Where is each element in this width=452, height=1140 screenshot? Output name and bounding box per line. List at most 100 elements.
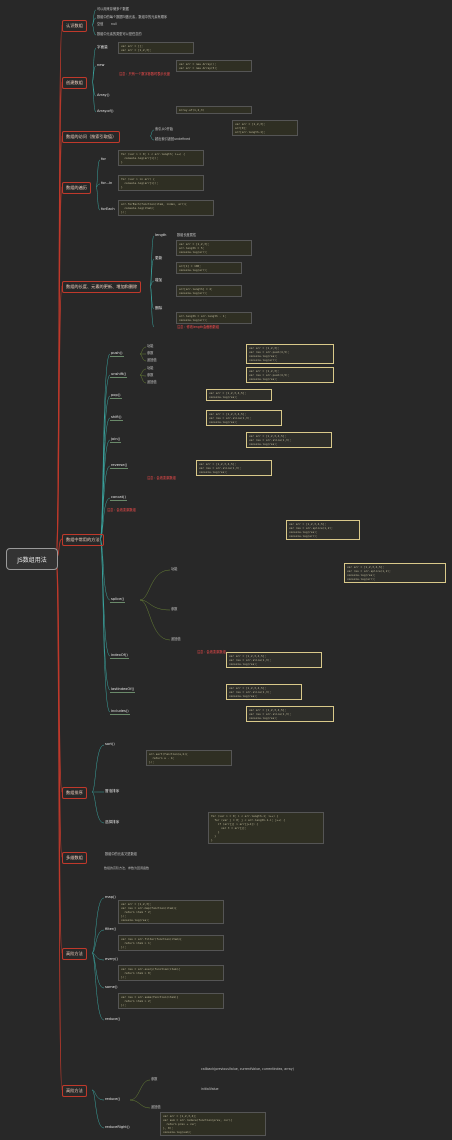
len-update[interactable]: 更新: [155, 256, 163, 260]
push-param: 参数: [147, 351, 154, 355]
code-literal: var arr = []; var arr = [1,2,3];: [118, 42, 194, 54]
code-map: var arr = [1,2,3]; var res = arr.map(fun…: [118, 900, 224, 924]
ho-map[interactable]: map(): [105, 895, 116, 899]
method-concat[interactable]: concat(): [110, 495, 127, 501]
section-common-methods[interactable]: 数组中常用的方法: [62, 534, 104, 546]
section-sort[interactable]: 数组排序: [62, 787, 87, 799]
method-includes[interactable]: includes(): [110, 709, 130, 715]
section-access[interactable]: 数组的访问（按索引取值）: [62, 131, 121, 143]
len-note: 数组长度属性: [177, 233, 197, 237]
concat-warn: 注意：会改变原数组: [107, 508, 136, 512]
code-len4: arr.length = arr.length - 1; console.log…: [176, 312, 252, 324]
len-delete[interactable]: 删除: [155, 306, 163, 310]
code-len2: arr[1] = 100; console.log(arr);: [176, 262, 242, 274]
section-traverse[interactable]: 数组的遍历: [62, 182, 91, 194]
code-reverse: var arr = [1,2,3,4,5]; var res = arr.sli…: [196, 460, 272, 476]
code-reduce: var arr = [1,2,3,4]; var sum = arr.reduc…: [160, 1112, 266, 1136]
push-return: 返回值: [147, 358, 157, 362]
ho-filter[interactable]: filter(): [105, 927, 117, 931]
sort-select[interactable]: 选择排序: [105, 820, 120, 824]
code-shift: var arr = [1,2,3,4,5]; var res = arr.sli…: [206, 410, 282, 426]
ho-some[interactable]: some(): [105, 985, 118, 989]
create-literal[interactable]: 字面量: [97, 45, 108, 49]
intro-line-1: 可以用来存储多个数据: [97, 7, 129, 11]
section-intro[interactable]: 认识数组: [62, 20, 87, 32]
code-of: Array.of(1,2,3): [176, 106, 252, 114]
splice-func: 功能: [171, 567, 178, 571]
ho2-reduce[interactable]: reduce(): [105, 1097, 121, 1101]
code-push: var arr = [1,2,3]; var res = arr.push(4,…: [246, 344, 334, 364]
unshift-return: 返回值: [147, 380, 157, 384]
code-splice-2: var arr = [1,2,3,4,5]; var res = arr.spl…: [344, 563, 446, 583]
unshift-param: 参数: [147, 373, 154, 377]
sort-bubble[interactable]: 冒泡排序: [105, 789, 120, 793]
code-sort: arr.sort(function(a,b){ return a - b; })…: [146, 750, 232, 766]
code-foreach: arr.forEach(function(item, index, arr){ …: [118, 200, 214, 216]
root-topic[interactable]: JS数组用法: [6, 548, 58, 570]
ho2-init: initialValue: [201, 1087, 219, 1091]
section-multidim[interactable]: 多维数组: [62, 852, 87, 864]
ho-every[interactable]: every(): [105, 957, 118, 961]
code-includes: var arr = [1,2,3,4,5]; var res = arr.sli…: [246, 706, 334, 722]
code-len3: arr[arr.length] = 4; console.log(arr);: [176, 285, 242, 297]
method-lastindexof[interactable]: lastIndexOf(): [110, 687, 136, 693]
intro-null: null: [111, 22, 117, 26]
multidim-desc: 数组中的元素又是数组: [105, 852, 137, 856]
ho2-return: 返回值: [151, 1105, 161, 1109]
sort-method[interactable]: sort(): [105, 742, 115, 746]
len-add[interactable]: 增加: [155, 278, 163, 282]
method-unshift[interactable]: unshift(): [110, 372, 128, 378]
splice-param: 参数: [171, 607, 178, 611]
access-b: 超出索引返回undefined: [155, 137, 191, 141]
splice-warn: 注意：会改变原数组: [197, 650, 226, 654]
code-splice-1: var arr = [1,2,3,4,5]; var res = arr.spl…: [286, 520, 360, 540]
section-create[interactable]: 创建数组: [62, 77, 87, 89]
method-pop[interactable]: pop(): [110, 393, 122, 399]
code-access: var arr = [1,2,3]; arr[0]; arr[arr.lengt…: [232, 120, 298, 136]
method-reverse[interactable]: reverse(): [110, 463, 129, 469]
len-warn: 注意：修改length会截断数组: [177, 325, 220, 329]
code-unshift: var arr = [1,2,3]; var res = arr.push(4,…: [246, 367, 334, 383]
traverse-for[interactable]: for: [101, 157, 106, 161]
code-new: var arr = new Array(); var arr = new Arr…: [176, 60, 252, 72]
unshift-func: 功能: [147, 366, 154, 370]
method-indexof[interactable]: indexOf(): [110, 653, 129, 659]
method-push[interactable]: push(): [110, 351, 124, 357]
code-some: var res = arr.some(function(item){ retur…: [118, 993, 224, 1009]
access-a: 索引从0开始: [155, 127, 173, 131]
code-len1: var arr = [1,2,3]; arr.length = 5; conso…: [176, 240, 252, 256]
ho2-callback: callback(previousValue, currentValue, cu…: [201, 1067, 294, 1071]
create-of[interactable]: Array.of(): [97, 109, 114, 113]
code-filter: var res = arr.filter(function(item){ ret…: [118, 935, 224, 951]
intro-empty: 空值: [97, 22, 104, 26]
ho2-reduceright[interactable]: reduceRight(): [105, 1125, 130, 1129]
method-join[interactable]: join(): [110, 437, 122, 443]
code-bubble: for (var i = 0; i < arr.length-1; i++) {…: [208, 812, 324, 844]
code-indexof: var arr = [1,2,3,4,5]; var res = arr.sli…: [226, 652, 322, 668]
code-pop: var arr = [1,2,3,4,5]; console.log(res);: [206, 389, 272, 401]
traverse-foreach[interactable]: forEach: [101, 207, 115, 211]
method-shift[interactable]: shift(): [110, 415, 123, 421]
warn-new: 注意：只有一个数字参数时表示长度: [119, 72, 170, 76]
ho-reduce[interactable]: reduce(): [105, 1017, 121, 1021]
create-new[interactable]: new: [97, 63, 105, 67]
code-forin: for (var i in arr) { console.log(arr[i])…: [118, 175, 204, 191]
section-higher-order-2[interactable]: 高阶方法: [62, 1085, 87, 1097]
section-length-update[interactable]: 数组的长度、元素的更新、增加和删除: [62, 281, 142, 293]
code-join: var arr = [1,2,3,4,5]; var res = arr.sli…: [246, 432, 332, 448]
code-every: var res = arr.every(function(item){ retu…: [118, 965, 224, 981]
reverse-warn: 注意：会改变原数组: [147, 476, 176, 480]
len-length[interactable]: length: [155, 233, 167, 237]
code-lastindexof: var arr = [1,2,3,4,5]; var res = arr.sli…: [226, 684, 302, 700]
traverse-forin[interactable]: for...in: [101, 181, 113, 185]
splice-return: 返回值: [171, 637, 181, 641]
method-splice[interactable]: splice(): [110, 597, 126, 603]
code-for: for (var i = 0; i < arr.length; i++) { c…: [118, 150, 204, 166]
higher-desc: 数组的高阶方法，参数为回调函数: [104, 866, 150, 870]
ho2-param: 参数: [151, 1077, 158, 1081]
intro-line-2: 数组中的每个数据叫做元素，数组中的元素有顺序: [97, 15, 168, 19]
create-func[interactable]: Array(): [97, 93, 110, 97]
section-higher-order[interactable]: 高阶方法: [62, 948, 87, 960]
intro-line-3: 数组中元素的类型可以是任意的: [97, 32, 142, 36]
